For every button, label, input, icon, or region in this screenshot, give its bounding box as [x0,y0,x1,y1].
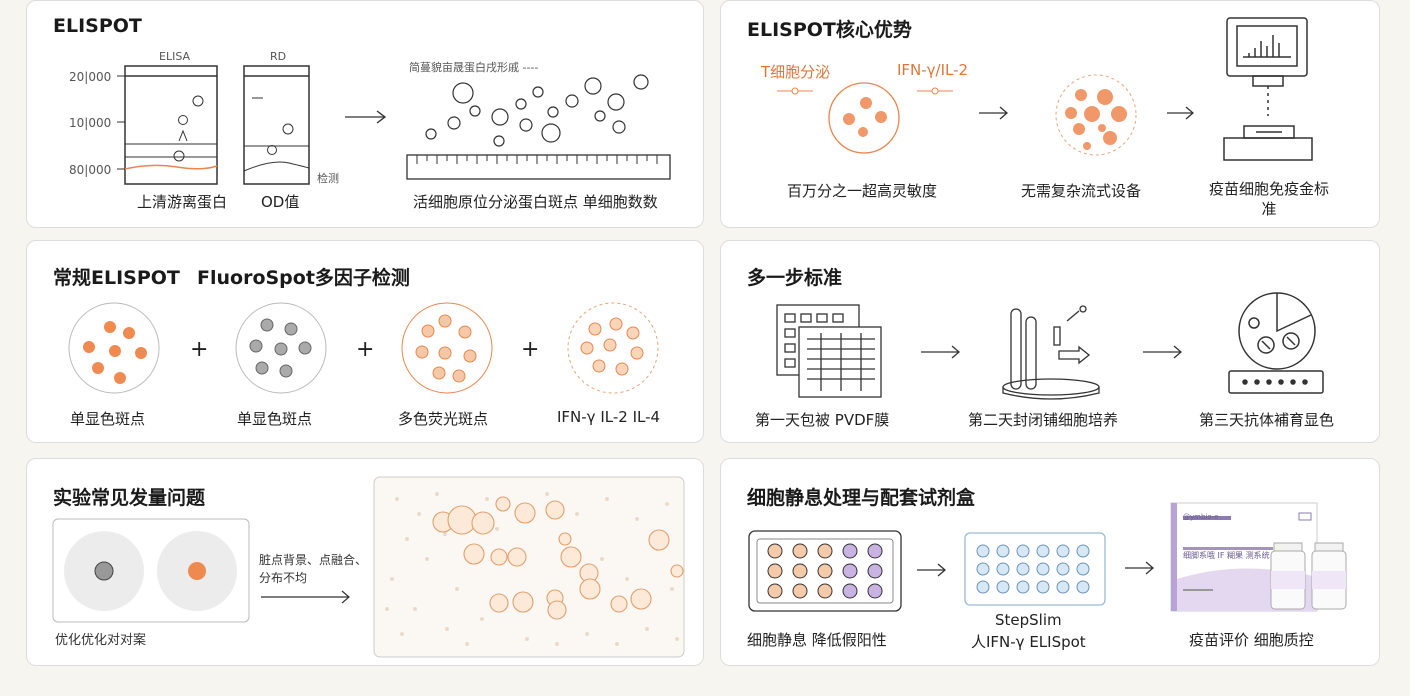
right-arrow-icon [1143,345,1182,359]
y-tick: 10|000 [69,116,112,130]
right-arrow-icon [921,345,960,359]
spot-field [425,74,649,147]
panel-common-problems: 实验常见发量问题 [26,458,704,666]
problems-diagram [52,476,685,658]
clean-well [64,531,144,611]
spot-well-icon [1055,74,1137,156]
problem-note: 脏点背景、点融合、分布不均 [259,553,368,585]
y-tick: 20|000 [69,70,112,84]
plus-icon: + [190,337,209,362]
caption-single-color: 单显色斑点 [237,410,313,428]
panel-resting-kit: 细胞静息处理与配套试剂盒 [720,458,1380,666]
ruler [406,154,671,180]
caption-stepslim-product: 人IFN-γ ELISpot [971,633,1086,651]
multicolor-well [401,302,493,394]
panel-title: 实验常见发量问题 [53,487,206,509]
detect-note: 检测 [317,172,339,185]
spot-note: 简蔓貌亩晟蛋白戌形戚 ---- [409,61,539,74]
plus-icon: + [521,337,540,362]
right-arrow-icon [1125,561,1154,575]
caption-cytokines: IFN-γ IL-2 IL-4 [557,408,661,426]
caption-single-color: 单显色斑点 [70,410,146,428]
caption-resting: 细胞静息 降低假阳性 [747,631,887,649]
panel-fluorospot: 常规ELISPOT FluoroSpot多因子检测 [26,240,704,443]
panel-elispot-vs-elisa: ELISPOT [26,0,704,228]
panel-title: 细胞静息处理与配套试剂盒 [747,487,976,509]
right-arrow-icon [1167,106,1194,120]
optimization-caption: 优化优化对对案 [55,633,147,648]
gray-well [235,302,327,394]
fluorospot-diagram [68,302,659,394]
plate-icon [776,304,882,398]
right-arrow-icon [345,110,387,124]
cytokine-well [567,302,659,394]
ifn-label: IFN-γ/IL-2 [897,61,969,79]
cell-secretion-icon [828,82,900,154]
advantages-diagram [777,17,1313,161]
caption-day-3: 第三天抗体補育显色 [1199,411,1335,429]
incubator-icon [1228,292,1324,394]
elispot-reader-icon [1223,17,1313,161]
panel-core-advantages: ELISPOT核心优势 [720,0,1380,228]
caption-day-1: 第一天包被 PVDF膜 [755,411,890,429]
caption-day-2: 第二天封闭铺细胞培养 [968,411,1119,429]
panel-subtitle: FluoroSpot多因子检测 [197,267,410,289]
caption-no-flow: 无需复杂流式设备 [1021,182,1142,200]
stepslim-plate-icon [964,532,1106,606]
kit-diagram [748,502,1347,612]
caption-supernatant: 上清游离蛋白 [137,193,228,211]
t-cell-label: T细胞分泌 [761,63,831,81]
plus-icon: + [356,337,375,362]
elisa-label: ELISA [159,50,191,63]
caption-gold-standard: 疫苗细胞免疫金标准 [1209,180,1330,218]
resting-plate-icon [748,530,902,612]
protein-dot [192,95,204,107]
panel-title: ELISPOT [53,15,142,37]
pipette-icon [1002,305,1100,400]
caption-multicolor: 多色荧光斑点 [398,410,489,428]
box-product-line: 细脚系哦 IF 糊果 测系统 [1183,551,1270,560]
right-arrow-icon [917,563,946,577]
panel-title: 常规ELISPOT [53,267,180,289]
right-arrow-icon [261,590,350,604]
panel-title: ELISPOT核心优势 [747,19,912,41]
right-arrow-icon [979,106,1008,120]
problem-well [157,531,237,611]
elisa-diagram [117,65,671,185]
reagent-box-icon [1170,502,1347,612]
single-color-well [68,302,160,394]
panel-title: 多一步标准 [747,267,843,289]
protocol-diagram [776,292,1324,400]
y-tick: 80|000 [69,163,112,177]
caption-stepslim: StepSlim [995,611,1062,629]
box-brand: @ymbio-e [1183,513,1219,521]
panel-protocol-steps: 多一步标准 [720,240,1380,443]
caption-sensitivity: 百万分之一超高灵敏度 [787,182,938,200]
caption-vaccine-qc: 疫苗评价 细胞质控 [1189,631,1314,649]
od-header: RD [270,50,287,63]
elisa-well [124,65,218,185]
od-well [243,65,310,185]
caption-spots: 活细胞原位分泌蛋白斑点 单细胞数数 [413,193,658,211]
caption-od: OD值 [261,193,300,211]
